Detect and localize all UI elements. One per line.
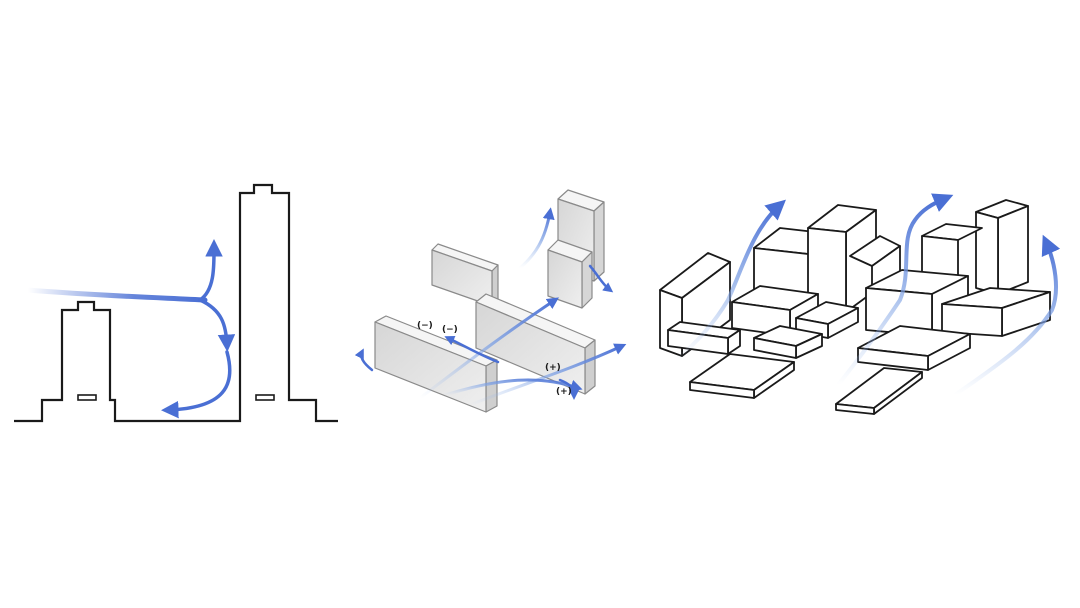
mass-right-tall xyxy=(975,199,1029,295)
panel-urban-massing-airflow xyxy=(659,193,1061,415)
airflow-stream-2 xyxy=(468,343,627,407)
airflow-stream-3 xyxy=(443,378,583,397)
block-short-tower xyxy=(547,239,593,309)
tower-entrance-slot xyxy=(255,394,275,401)
ground-vortex-arrow xyxy=(161,350,232,419)
mass-right-front xyxy=(857,325,971,371)
ground-and-buildings-outline xyxy=(14,183,338,423)
urban-airflow-3 xyxy=(953,234,1061,397)
pressure-label-positive-2: (+) xyxy=(556,387,572,397)
mass-front-middle xyxy=(753,325,823,359)
upwash-arrow xyxy=(198,239,223,302)
urban-airflow-1 xyxy=(674,199,786,362)
airflow-stream-8 xyxy=(558,378,579,400)
downwash-arrow xyxy=(198,298,236,352)
airflow-stream-7 xyxy=(588,264,614,293)
incoming-wind-arrow xyxy=(25,287,208,303)
urban-airflow-2 xyxy=(836,193,954,387)
pressure-label-positive-1: (+) xyxy=(545,363,561,373)
airflow-stream-5 xyxy=(354,348,374,372)
mass-right-center xyxy=(865,269,969,337)
pressure-label-negative-1: (−) xyxy=(417,321,433,331)
pressure-label-negative-2: (−) xyxy=(442,325,458,335)
mass-right-long xyxy=(941,287,1051,337)
airflow-stream-1 xyxy=(418,297,559,400)
mass-front-slab-left xyxy=(689,353,795,399)
low-building-entrance-slot xyxy=(77,394,97,401)
panel-high-rise-downwash xyxy=(14,183,338,423)
airflow-stream-4 xyxy=(444,336,500,364)
airflow-stream-6 xyxy=(518,207,555,270)
mass-front-slab-right xyxy=(835,367,923,415)
panel-slab-blocks-pressure: (−) (−) (+) (+) xyxy=(354,189,627,413)
